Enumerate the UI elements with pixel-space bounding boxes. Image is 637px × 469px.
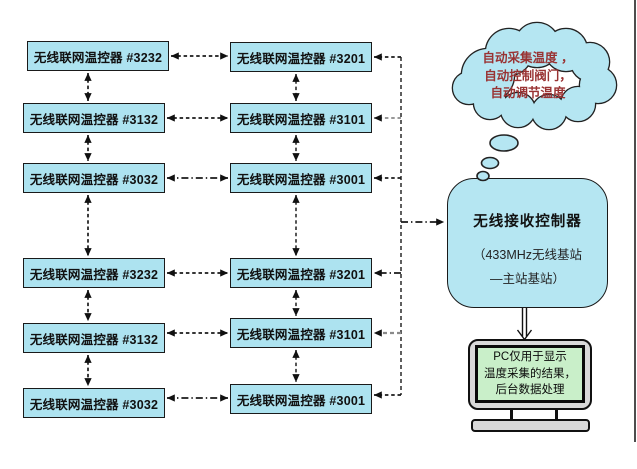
receiver-controller-subtitle-line2: —主站基站） — [489, 272, 565, 286]
page-right-border — [634, 0, 636, 442]
node-left-2: 无线联网温控器 #3132 — [23, 103, 165, 133]
thought-cloud-line3: 自动调节温度 — [490, 86, 566, 100]
node-left-3: 无线联网温控器 #3032 — [23, 163, 165, 193]
pc-monitor-leg-right — [555, 410, 558, 419]
pc-monitor-leg-left — [510, 410, 513, 419]
pc-monitor-screen: PC仅用于显示 温度采集的结果， 后台数据处理 — [475, 345, 585, 403]
node-mid-5-label: 无线联网温控器 #3101 — [236, 327, 366, 342]
pc-monitor-line1: PC仅用于显示 — [493, 351, 567, 364]
node-left-1-label: 无线联网温控器 #3232 — [33, 50, 163, 65]
node-left-5: 无线联网温控器 #3132 — [23, 323, 165, 353]
thought-cloud-line1: 自动采集温度 ， — [482, 51, 574, 65]
receiver-controller-subtitle: （433MHz无线基站 —主站基站） — [448, 243, 607, 291]
node-mid-2-label: 无线联网温控器 #3101 — [236, 112, 366, 127]
receiver-controller-subtitle-line1: （433MHz无线基站 — [472, 248, 583, 262]
node-mid-4-label: 无线联网温控器 #3201 — [236, 267, 366, 282]
node-mid-2: 无线联网温控器 #3101 — [230, 103, 372, 133]
node-mid-1-label: 无线联网温控器 #3201 — [236, 51, 366, 66]
pc-monitor-line2: 温度采集的结果， — [484, 367, 576, 380]
node-mid-6-label: 无线联网温控器 #3001 — [236, 393, 366, 408]
receiver-controller-box: 无线接收控制器 （433MHz无线基站 —主站基站） — [447, 178, 608, 308]
controller-to-pc-arrow — [516, 308, 533, 341]
node-left-6-label: 无线联网温控器 #3032 — [29, 397, 159, 412]
node-mid-1: 无线联网温控器 #3201 — [230, 42, 372, 72]
node-left-3-label: 无线联网温控器 #3032 — [29, 172, 159, 187]
receiver-controller-title: 无线接收控制器 — [473, 214, 582, 230]
thought-cloud-line2: 自动控制阀门， — [484, 68, 572, 83]
node-left-2-label: 无线联网温控器 #3132 — [29, 112, 159, 127]
thought-cloud-text: 自动采集温度 ， 自动控制阀门， 自动调节温度 — [452, 50, 604, 103]
node-mid-4: 无线联网温控器 #3201 — [230, 258, 372, 288]
node-mid-3: 无线联网温控器 #3001 — [230, 163, 372, 193]
node-left-1: 无线联网温控器 #3232 — [27, 41, 169, 71]
node-mid-6: 无线联网温控器 #3001 — [230, 384, 372, 414]
node-mid-3-label: 无线联网温控器 #3001 — [236, 172, 366, 187]
pc-monitor-base — [471, 419, 590, 432]
node-left-5-label: 无线联网温控器 #3132 — [29, 332, 159, 347]
node-left-6: 无线联网温控器 #3032 — [23, 388, 165, 418]
node-left-4-label: 无线联网温控器 #3232 — [29, 267, 159, 282]
pc-monitor: PC仅用于显示 温度采集的结果， 后台数据处理 — [468, 339, 592, 410]
node-left-4: 无线联网温控器 #3232 — [23, 258, 165, 288]
node-mid-5: 无线联网温控器 #3101 — [230, 318, 372, 348]
pc-monitor-line3: 后台数据处理 — [495, 384, 565, 397]
